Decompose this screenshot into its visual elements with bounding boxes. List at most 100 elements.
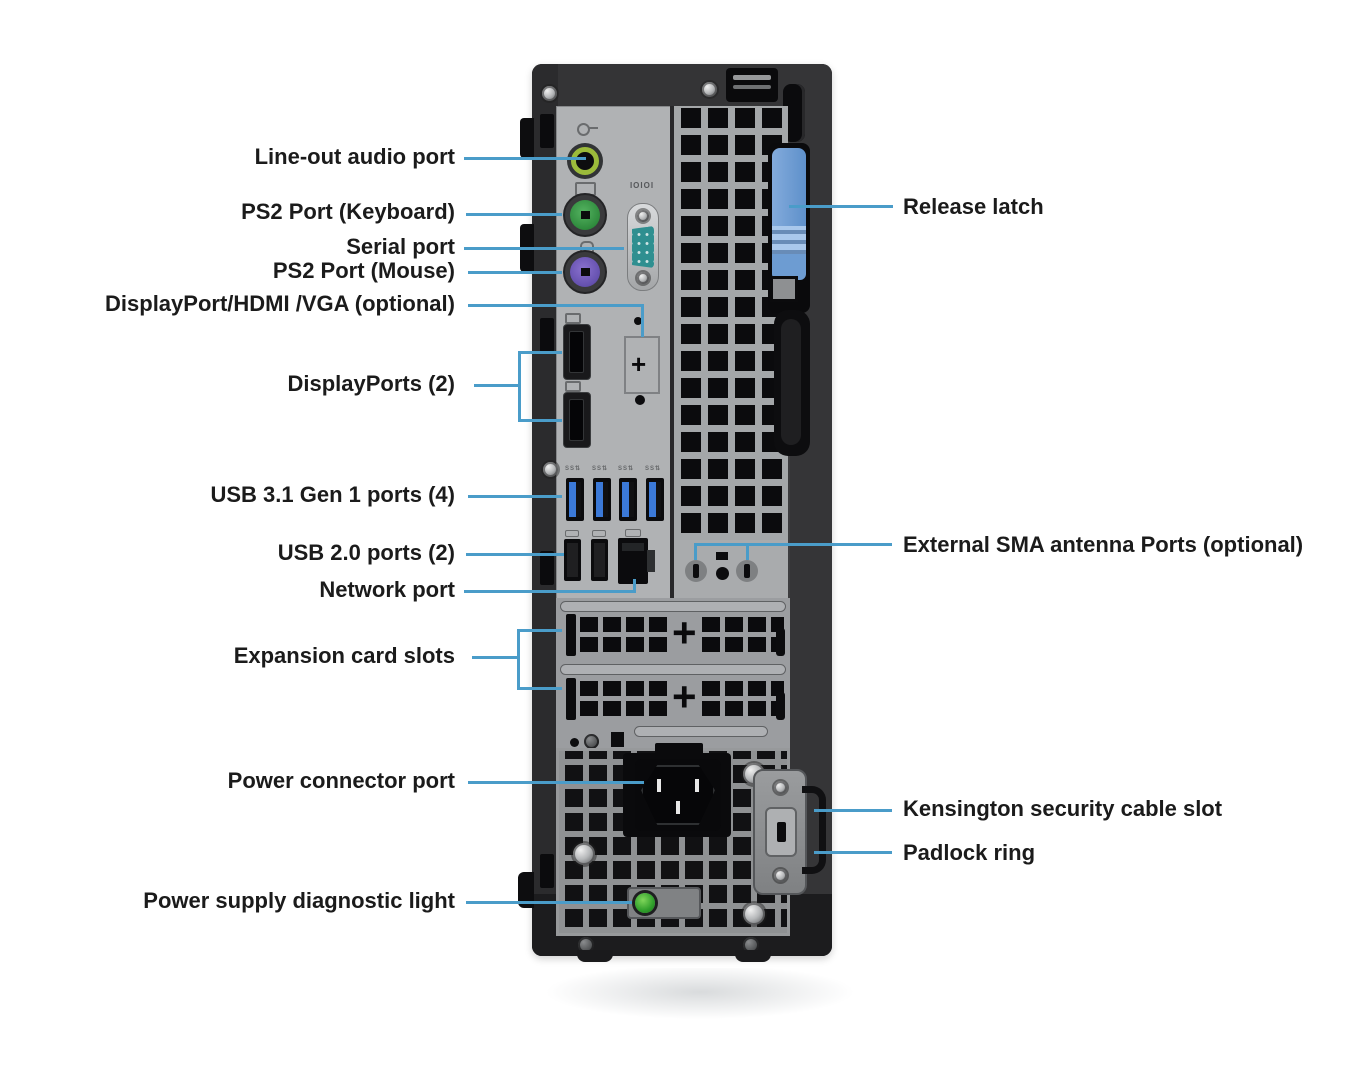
slot-grid — [702, 681, 784, 716]
network-port — [618, 538, 655, 584]
line-out-audio-port — [567, 143, 603, 179]
label-usb20-ports: USB 2.0 ports (2) — [277, 540, 455, 565]
slot-bar — [560, 601, 786, 612]
case-screw — [743, 937, 759, 953]
io-panel: IOIOI + — [556, 106, 672, 606]
sma-slot — [744, 564, 750, 578]
callout-line-displayports-b — [518, 419, 562, 422]
callout-line-padlock — [814, 851, 892, 854]
displayport-icon — [565, 381, 581, 392]
serial-port — [627, 203, 659, 291]
callout-line-diagnostic — [466, 901, 632, 904]
label-ps2-port-mouse: PS2 Port (Mouse) — [272, 258, 455, 283]
antenna-panel — [674, 540, 788, 602]
psu-latch-tab — [655, 743, 703, 755]
expansion-plus: + — [672, 609, 697, 656]
release-latch-lower — [772, 254, 806, 280]
line-out-icon — [577, 123, 590, 136]
usb3-tongue — [569, 482, 581, 517]
expansion-plus: + — [672, 673, 697, 720]
callout-line-displayports-t — [518, 351, 562, 354]
label-power-connector-port: Power connector port — [227, 768, 455, 793]
power-pin — [676, 801, 680, 814]
panel-notch — [716, 552, 728, 560]
kensington-hole — [777, 822, 786, 842]
foot — [577, 950, 613, 962]
top-latch-bar — [733, 85, 771, 89]
label-ps2-port-keyboard: PS2 Port (Keyboard) — [241, 199, 455, 224]
latch-window — [770, 276, 798, 302]
expansion-region: + + — [556, 598, 790, 749]
slot-bar — [634, 726, 768, 737]
case-top-band — [532, 64, 832, 110]
callout-line-expansion-t — [517, 629, 562, 632]
panel-hole — [635, 395, 645, 405]
displayport-slot — [569, 331, 584, 373]
ps2-keyboard-port — [563, 193, 607, 237]
panel-hole — [570, 738, 579, 747]
slot-grid — [702, 617, 784, 652]
serial-port-marking: IOIOI — [629, 181, 655, 190]
serial-screw — [637, 272, 649, 284]
panel-hole — [634, 317, 642, 325]
label-serial-port: Serial port — [346, 234, 455, 259]
floor-reflection — [480, 968, 920, 1054]
usb3-port-2 — [593, 478, 611, 521]
callout-line-network-v — [633, 579, 636, 592]
kensington-screw — [774, 869, 787, 882]
callout-line-expansion — [472, 656, 519, 659]
expansion-slot-2: + — [556, 673, 790, 722]
displayport-slot — [569, 399, 584, 441]
antenna-center-hole — [716, 567, 729, 580]
callout-line-usb3 — [468, 495, 562, 498]
panel-notch — [611, 732, 624, 747]
callout-line-usb2 — [466, 553, 564, 556]
optional-port-bracket — [624, 336, 660, 394]
foot — [735, 950, 771, 962]
callout-line-ps2-keyboard — [466, 213, 562, 216]
displayport-2 — [563, 392, 591, 448]
callout-line-ps2-mouse — [468, 271, 562, 274]
power-connector-port — [635, 759, 721, 831]
sma-slot — [693, 564, 699, 578]
top-latch-window — [726, 68, 778, 102]
label-displayport-hdmi-vga-optional: DisplayPort/HDMI /VGA (optional) — [105, 291, 455, 316]
usb2-inner — [567, 543, 578, 577]
retention-notch — [776, 692, 785, 720]
sma-antenna-port-1 — [685, 560, 707, 582]
panel-divider — [670, 106, 674, 604]
ps2-key-slot — [581, 211, 590, 219]
left-vent-slot — [540, 318, 554, 352]
callout-line-displayports-v — [518, 351, 521, 422]
ps2-keyboard-inner — [570, 200, 600, 230]
label-displayports-2: DisplayPorts (2) — [287, 371, 456, 396]
callout-line-expansion-b — [517, 687, 562, 690]
case-screw — [578, 937, 594, 953]
usb2-port-1 — [564, 539, 581, 581]
computer-rear-view: IOIOI + — [532, 64, 832, 956]
label-padlock-ring: Padlock ring — [903, 840, 1036, 865]
top-handle-slot — [783, 84, 805, 142]
callout-line-sma-drop2 — [746, 543, 749, 560]
callout-line-network — [464, 590, 636, 593]
sma-antenna-port-2 — [736, 560, 758, 582]
retention-notch — [776, 628, 785, 656]
usb3-ss-icon: SS⇅ — [645, 466, 662, 472]
left-vent-slot — [540, 551, 554, 585]
label-kensington-security-cable-slot: Kensington security cable slot — [903, 796, 1223, 821]
diagnostic-light-recess — [627, 887, 701, 919]
kensington-screw — [774, 781, 787, 794]
left-vent-slot — [540, 114, 554, 148]
ps2-mouse-port — [563, 250, 607, 294]
top-latch-bar — [733, 75, 771, 80]
usb2-icon — [592, 530, 606, 537]
cable-hook — [520, 118, 534, 158]
usb2-icon — [565, 530, 579, 537]
case-left-column — [532, 64, 558, 956]
callout-line-release-latch — [789, 205, 893, 208]
callout-line-optional-video-v — [641, 304, 644, 337]
psu-screw — [573, 843, 595, 865]
slot-tab — [566, 614, 576, 656]
power-inlet-shape — [641, 765, 715, 825]
